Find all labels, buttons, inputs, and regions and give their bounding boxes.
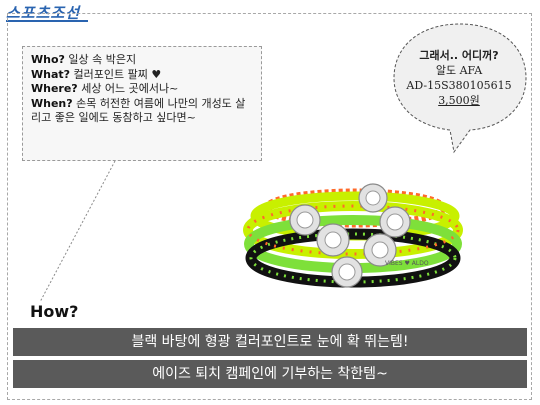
info-where: Where? 세상 어느 곳에서나~ (31, 82, 179, 95)
caption-band-2: 에이즈 퇴치 캠페인에 기부하는 착한템~ (13, 360, 527, 388)
caption-band-1: 블랙 바탕에 형광 컬러포인트로 눈에 확 뛰는템! (13, 328, 527, 356)
bubble-question: 그래서.. 어디꺼? (419, 49, 499, 62)
charm-engraving: VIBES ♥ ALDO (385, 260, 429, 267)
bubble-brand: 알도 AFA (435, 64, 483, 77)
bubble-price: 3,500원 (438, 94, 480, 107)
info-who: Who? 일상 속 박은지 (31, 53, 137, 66)
content-frame (7, 13, 532, 400)
speech-bubble (393, 23, 527, 154)
logo-underline (6, 20, 88, 22)
info-when: When? 손목 허전한 여름에 나만의 개성도 살리고 좋은 일에도 동참하고… (31, 96, 246, 125)
speech-bubble-text: 그래서.. 어디꺼? 알도 AFA AD-15S380105615 3,500원 (392, 48, 526, 108)
bracelet-photo: VIBES ♥ ALDO (243, 183, 463, 288)
info-what: What? 컬러포인트 팔찌 ♥ (31, 67, 162, 81)
bracelet-speckle-green (249, 232, 457, 284)
bubble-product-code: AD-15S380105615 (406, 79, 512, 92)
how-label: How? (30, 302, 79, 321)
info-card: Who? 일상 속 박은지 What? 컬러포인트 팔찌 ♥ Where? 세상… (22, 46, 262, 161)
bracelet-speckle-coral (246, 204, 460, 256)
